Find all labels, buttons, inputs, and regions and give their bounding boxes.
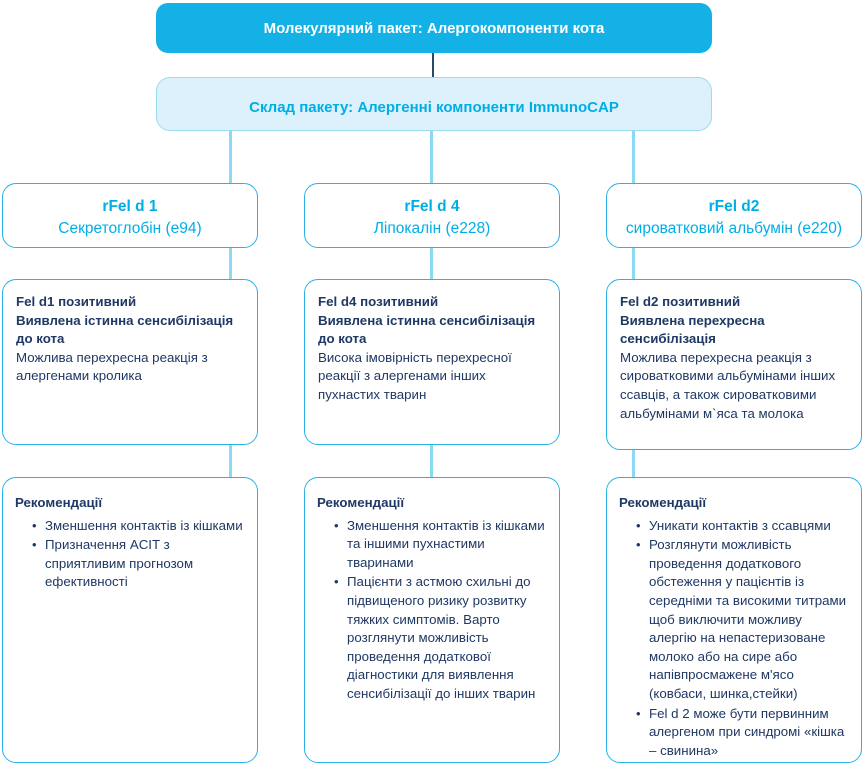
result-body: Можлива перехресна реакція з сироваткови…: [620, 349, 836, 421]
connector-line-col1-a: [229, 131, 232, 189]
connector-line-col3-a: [632, 131, 635, 189]
result-heading: Fel d4 позитивний: [318, 294, 439, 309]
list-item: Зменшення контактів із кішками та іншими…: [334, 517, 550, 573]
connector-line-col3-b: [632, 248, 635, 288]
recommendations-list: Зменшення контактів із кішками та іншими…: [317, 517, 550, 704]
component-description: Секретоглобін (e94): [58, 219, 202, 237]
list-item: Призначення ACIT з сприятливим прогнозом…: [32, 536, 248, 592]
result-box-fel-d2: Fel d2 позитивний Виявлена перехресна се…: [606, 279, 862, 450]
recommendations-title: Рекомендації: [619, 495, 707, 510]
package-title-box: Молекулярний пакет: Алергокомпоненти кот…: [156, 3, 712, 53]
list-item: Fel d 2 може бути первинним алергеном пр…: [636, 705, 852, 761]
connector-line-col1-c: [229, 445, 232, 484]
result-body: Можлива перехресна реакція з алергенами …: [16, 349, 208, 384]
connector-line-col3-c: [632, 450, 635, 484]
component-name: rFel d 1: [102, 197, 158, 215]
component-name: rFel d 4: [404, 197, 460, 215]
recommendations-list: Зменшення контактів із кішками Призначен…: [15, 517, 248, 592]
result-box-fel-d4: Fel d4 позитивний Виявлена істинна сенси…: [304, 279, 560, 445]
list-item: Пацієнти з астмою схильні до підвищеного…: [334, 573, 550, 703]
recommendations-title: Рекомендації: [317, 495, 405, 510]
recommendations-title: Рекомендації: [15, 495, 103, 510]
result-subheading: Виявлена перехресна сенсибілізація: [620, 312, 765, 347]
component-box-rfel-d4: rFel d 4 Ліпокалін (e228): [304, 183, 560, 248]
component-description: Ліпокалін (e228): [373, 219, 491, 237]
connector-line-col1-b: [229, 248, 232, 288]
package-title: Молекулярний пакет: Алергокомпоненти кот…: [263, 19, 605, 37]
component-name: rFel d2: [708, 197, 760, 215]
recommendations-box-fel-d2: Рекомендації Уникати контактів з ссавцям…: [606, 477, 862, 763]
result-subheading: Виявлена істинна сенсибілізація до кота: [318, 312, 536, 347]
connector-line-col2-a: [430, 131, 433, 189]
result-subheading: Виявлена істинна сенсибілізація до кота: [16, 312, 234, 347]
recommendations-list: Уникати контактів з ссавцями Розглянути …: [619, 517, 852, 761]
list-item: Уникати контактів з ссавцями: [636, 517, 852, 536]
recommendations-box-fel-d1: Рекомендації Зменшення контактів із кішк…: [2, 477, 258, 763]
component-description: сироватковий альбумін (e220): [625, 219, 843, 237]
recommendations-box-fel-d4: Рекомендації Зменшення контактів із кішк…: [304, 477, 560, 763]
package-contents-box: Склад пакету: Алергенні компоненти Immun…: [156, 77, 712, 131]
list-item: Розглянути можливість проведення додатко…: [636, 536, 852, 703]
result-body: Висока імовірність перехресної реакції з…: [318, 349, 512, 402]
list-item: Зменшення контактів із кішками: [32, 517, 248, 536]
result-box-fel-d1: Fel d1 позитивний Виявлена істинна сенси…: [2, 279, 258, 445]
component-box-rfel-d1: rFel d 1 Секретоглобін (e94): [2, 183, 258, 248]
package-contents-title: Склад пакету: Алергенні компоненти Immun…: [249, 98, 619, 116]
connector-line-col2-c: [430, 445, 433, 484]
connector-line-top: [432, 53, 434, 85]
connector-line-col2-b: [430, 248, 433, 288]
component-box-rfel-d2: rFel d2 сироватковий альбумін (e220): [606, 183, 862, 248]
result-heading: Fel d1 позитивний: [16, 294, 137, 309]
result-heading: Fel d2 позитивний: [620, 294, 741, 309]
